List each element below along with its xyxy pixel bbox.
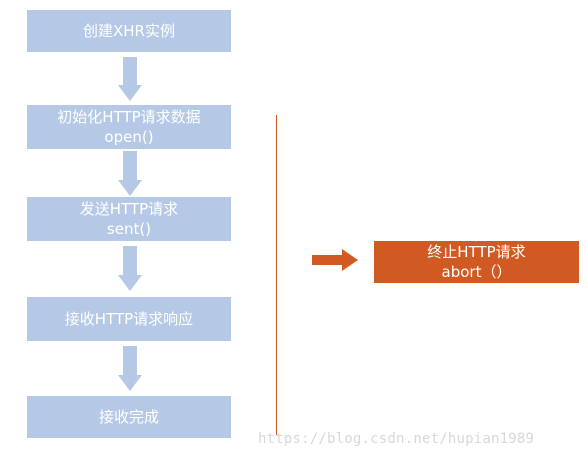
right-arrow (312, 249, 358, 271)
down-arrow-4 (118, 346, 142, 391)
step-create-xhr-label: 创建XHR实例 (83, 22, 175, 40)
step-complete: 接收完成 (27, 396, 231, 438)
step-send: 发送HTTP请求 sent() (27, 197, 231, 241)
step-open: 初始化HTTP请求数据 open() (27, 105, 231, 149)
abort-request-method: abort（） (441, 263, 512, 281)
abort-request-box: 终止HTTP请求 abort（） (374, 241, 579, 283)
step-receive-response-label: 接收HTTP请求响应 (64, 310, 194, 328)
step-receive-response: 接收HTTP请求响应 (27, 297, 231, 341)
abort-request-label: 终止HTTP请求 (427, 243, 526, 261)
step-complete-label: 接收完成 (98, 408, 159, 426)
step-open-method: open() (104, 128, 154, 146)
step-open-label: 初始化HTTP请求数据 (57, 108, 201, 126)
step-send-method: sent() (106, 220, 152, 238)
step-send-label: 发送HTTP请求 (79, 200, 179, 218)
step-create-xhr: 创建XHR实例 (27, 10, 231, 52)
down-arrow-2 (118, 151, 142, 196)
down-arrow-3 (118, 246, 142, 291)
down-arrow-1 (118, 57, 142, 101)
watermark-url: https://blog.csdn.net/hupian1989 (258, 431, 535, 447)
divider-line (276, 115, 277, 435)
